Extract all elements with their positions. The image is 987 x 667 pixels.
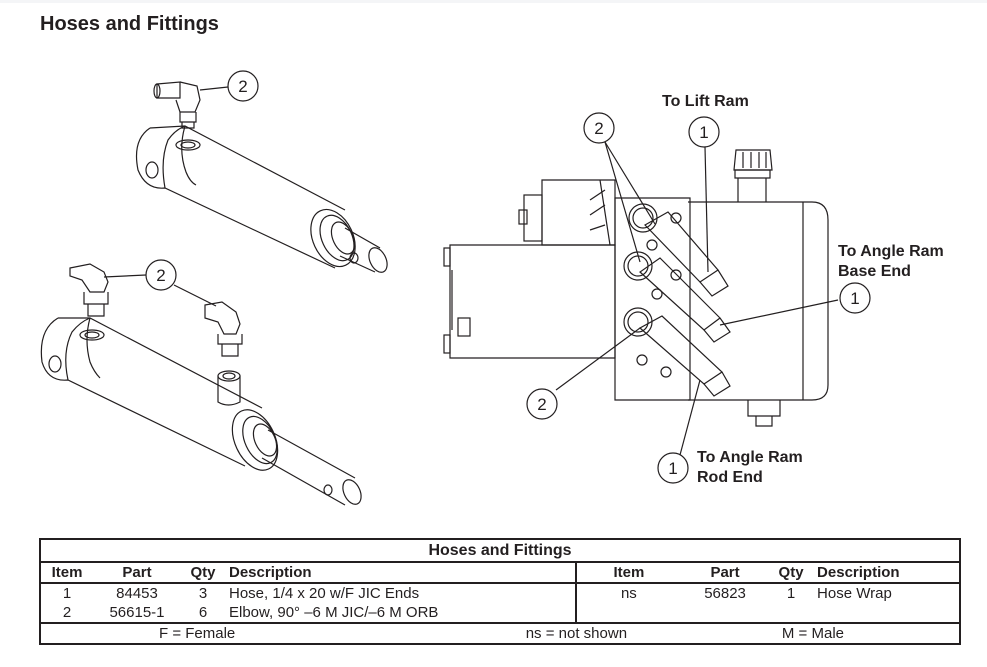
leader-left-top — [199, 86, 229, 91]
leader-left-bottom-b — [173, 284, 217, 307]
svg-text:2: 2 — [537, 395, 546, 414]
svg-text:2: 2 — [238, 77, 247, 96]
label-to-lift-ram: To Lift Ram — [662, 93, 749, 110]
label-to-angle-ram-rod-end: To Angle Ram Rod End — [697, 448, 803, 488]
balloon-left-top: 2 — [227, 70, 259, 102]
top-bar — [0, 0, 987, 3]
svg-text:1: 1 — [699, 123, 708, 142]
balloon-pump-top-2: 2 — [583, 112, 615, 144]
parts-table: Hoses and Fittings Item Part Qty Descrip… — [39, 538, 961, 645]
lower-cylinder — [40, 317, 362, 506]
pump-unit — [443, 149, 829, 427]
table-row: 1 84453 3 Hose, 1/4 x 20 w/F JIC Ends ns… — [40, 583, 960, 603]
header-qty: Qty — [181, 562, 225, 584]
cell-qty: 3 — [198, 585, 208, 602]
upper-elbow-fitting — [153, 81, 201, 129]
leader-pump-lift-1 — [704, 146, 709, 273]
cell-part: 56823 — [704, 585, 746, 602]
upper-cylinder — [135, 125, 388, 273]
cell-item: 1 — [62, 585, 72, 602]
cell-qty: 1 — [786, 585, 796, 602]
leader-pump-rod-1 — [679, 379, 701, 456]
svg-text:2: 2 — [156, 266, 165, 285]
label-to-angle-ram-base-end: To Angle Ram Base End — [838, 242, 944, 282]
cell-description — [813, 603, 960, 623]
header-part: Part — [681, 562, 770, 584]
cell-description: Hose, 1/4 x 20 w/F JIC Ends — [225, 583, 577, 603]
cell-item: ns — [620, 585, 637, 602]
cell-part — [681, 603, 769, 623]
lower-right-elbow-fitting — [204, 301, 243, 357]
legend-not-shown: ns = not shown — [525, 622, 632, 644]
balloon-pump-rod-1: 1 — [657, 452, 689, 484]
svg-text:1: 1 — [850, 289, 859, 308]
leader-pump-base-1 — [719, 299, 839, 326]
header-item: Item — [40, 562, 93, 584]
label-line-2: Base End — [838, 263, 911, 280]
header-qty: Qty — [769, 562, 814, 584]
cell-part: 56615-1 — [109, 604, 165, 621]
header-description: Description — [225, 562, 577, 584]
label-line-1: To Angle Ram — [838, 243, 944, 260]
header-part: Part — [93, 562, 181, 584]
cell-description: Elbow, 90° –6 M JIC/–6 M ORB — [225, 603, 577, 623]
leader-pump-top-2b — [604, 141, 641, 263]
cell-item: 2 — [62, 604, 72, 621]
hoses-fittings-diagram: 2 2 2 1 1 2 1 — [40, 70, 871, 506]
legend-male: M = Male — [681, 622, 960, 644]
balloon-pump-base-1: 1 — [839, 282, 871, 314]
cell-description: Hose Wrap — [817, 585, 892, 602]
cell-part: 84453 — [116, 585, 158, 602]
table-title: Hoses and Fittings — [40, 539, 960, 563]
legend-female: F = Female — [40, 622, 576, 644]
cell-item — [576, 603, 681, 623]
lower-left-elbow-fitting — [69, 263, 109, 317]
label-line-2: Rod End — [697, 469, 763, 486]
header-description: Description — [813, 562, 960, 584]
table-row: 2 56615-1 6 Elbow, 90° –6 M JIC/–6 M ORB — [40, 603, 960, 623]
leader-pump-top-2a — [604, 141, 656, 225]
cell-qty — [769, 603, 813, 623]
header-item: Item — [575, 562, 682, 584]
leader-left-bottom-a — [103, 274, 147, 278]
balloon-pump-bottom-2: 2 — [526, 388, 558, 420]
balloon-left-bottom: 2 — [145, 259, 177, 291]
svg-text:1: 1 — [668, 459, 677, 478]
svg-text:2: 2 — [594, 119, 603, 138]
page-title: Hoses and Fittings — [40, 13, 219, 35]
balloon-pump-lift-1: 1 — [688, 116, 720, 148]
leader-pump-bottom-2 — [555, 327, 641, 391]
cell-qty: 6 — [198, 604, 208, 621]
table-legend-row: F = Female ns = not shown M = Male — [40, 622, 960, 644]
table-header-row: Item Part Qty Description Item Part Qty … — [40, 562, 960, 584]
label-line-1: To Angle Ram — [697, 449, 803, 466]
